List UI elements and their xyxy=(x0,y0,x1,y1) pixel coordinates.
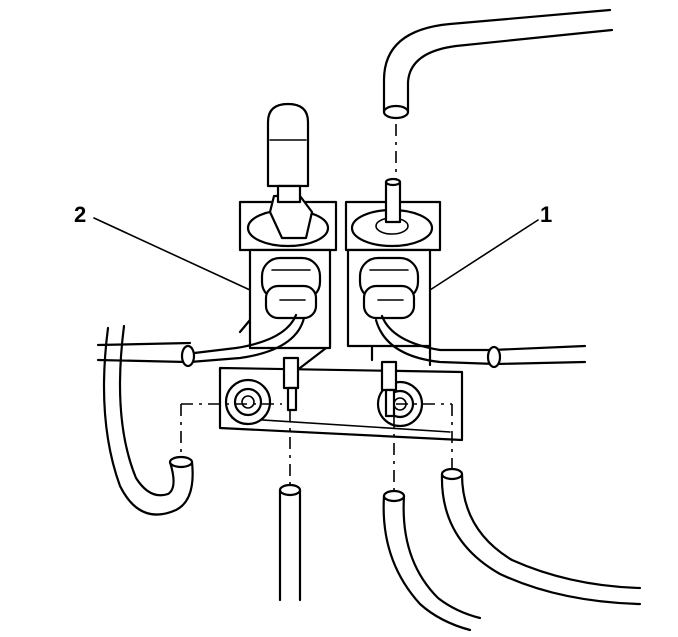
vacuum-hose-bottom-right-a xyxy=(382,489,482,632)
leader-lines xyxy=(93,217,539,291)
lower-port-right xyxy=(380,360,398,418)
callout-1: 1 xyxy=(540,202,553,227)
vacuum-cap-tube xyxy=(266,102,310,204)
vacuum-hose-bottom-center xyxy=(278,483,302,602)
lower-port-left xyxy=(282,356,300,412)
mount-boss-left xyxy=(224,378,272,426)
callout-2: 2 xyxy=(74,202,87,227)
assembly-centerlines xyxy=(180,124,453,490)
vacuum-hose-top xyxy=(382,8,614,120)
solenoid-1 xyxy=(344,177,442,348)
vacuum-hose-bottom-right-b xyxy=(440,467,642,606)
body-panel-lines xyxy=(96,341,587,366)
solenoid-2 xyxy=(238,194,338,350)
harness-wires xyxy=(180,313,502,369)
vacuum-hose-left xyxy=(102,324,194,516)
